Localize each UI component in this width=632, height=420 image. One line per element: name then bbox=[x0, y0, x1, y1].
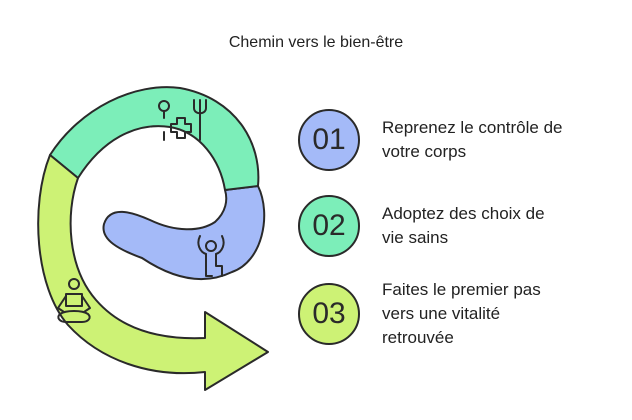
step-description: Reprenez le contrôle de votre corps bbox=[382, 118, 563, 161]
step-description: Faites le premier pas vers une vitalité … bbox=[382, 280, 541, 347]
step-number-badge: 02 bbox=[298, 195, 360, 257]
step-01: 01 Reprenez le contrôle de votre corps bbox=[298, 109, 618, 171]
step-02: 02 Adoptez des choix de vie sains bbox=[298, 195, 618, 257]
step-description: Adoptez des choix de vie sains bbox=[382, 204, 545, 247]
health-cross-icon bbox=[158, 99, 207, 141]
cycle-segment-blue bbox=[102, 185, 266, 281]
meditation-icon bbox=[57, 278, 91, 323]
cycle-segment-teal bbox=[49, 86, 260, 191]
stretching-person-icon bbox=[197, 235, 225, 277]
page-title: Chemin vers le bien-être bbox=[228, 34, 404, 51]
step-number-badge: 03 bbox=[298, 283, 360, 345]
step-number-badge: 01 bbox=[298, 109, 360, 171]
step-03: 03 Faites le premier pas vers une vitali… bbox=[298, 278, 618, 350]
cycle-segment-lime bbox=[37, 154, 269, 391]
